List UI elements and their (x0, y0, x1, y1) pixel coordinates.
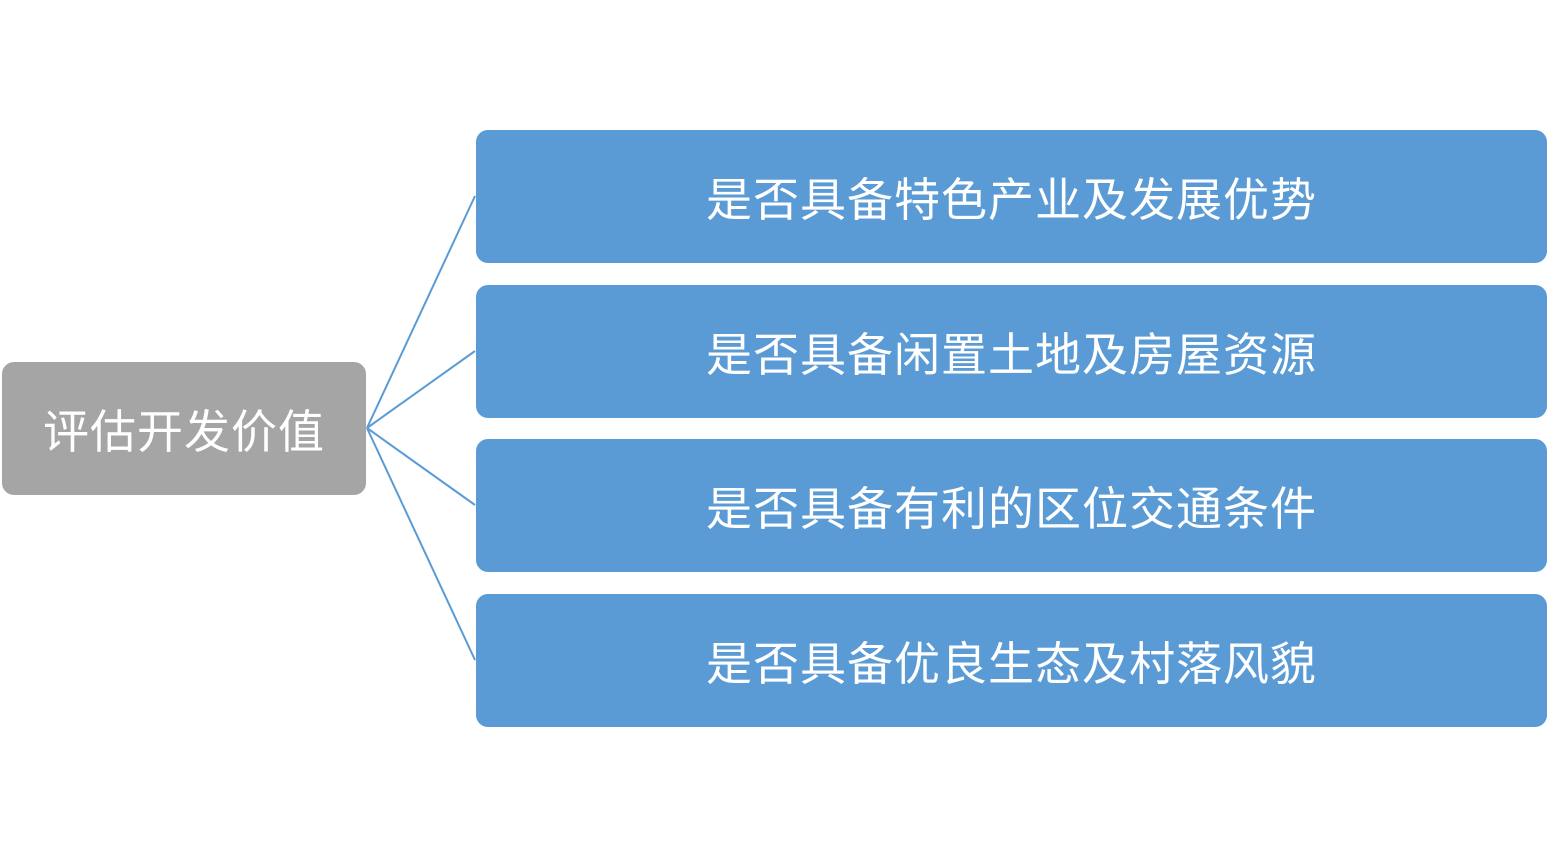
root-node-label: 评估开发价值 (43, 404, 325, 459)
child-node-label: 是否具备闲置土地及房屋资源 (706, 327, 1317, 382)
connector-line-1 (366, 350, 476, 429)
child-node-label: 是否具备优良生态及村落风貌 (706, 636, 1317, 691)
child-node-land: 是否具备闲置土地及房屋资源 (476, 285, 1547, 418)
child-node-label: 是否具备有利的区位交通条件 (706, 481, 1317, 536)
root-node: 评估开发价值 (2, 362, 366, 495)
child-node-label: 是否具备特色产业及发展优势 (706, 172, 1317, 227)
child-node-industry: 是否具备特色产业及发展优势 (476, 130, 1547, 263)
child-node-location: 是否具备有利的区位交通条件 (476, 439, 1547, 572)
connector-line-2 (366, 427, 476, 506)
connector-line-3 (366, 427, 476, 661)
connector-line-0 (366, 195, 476, 429)
child-node-ecology: 是否具备优良生态及村落风貌 (476, 594, 1547, 727)
